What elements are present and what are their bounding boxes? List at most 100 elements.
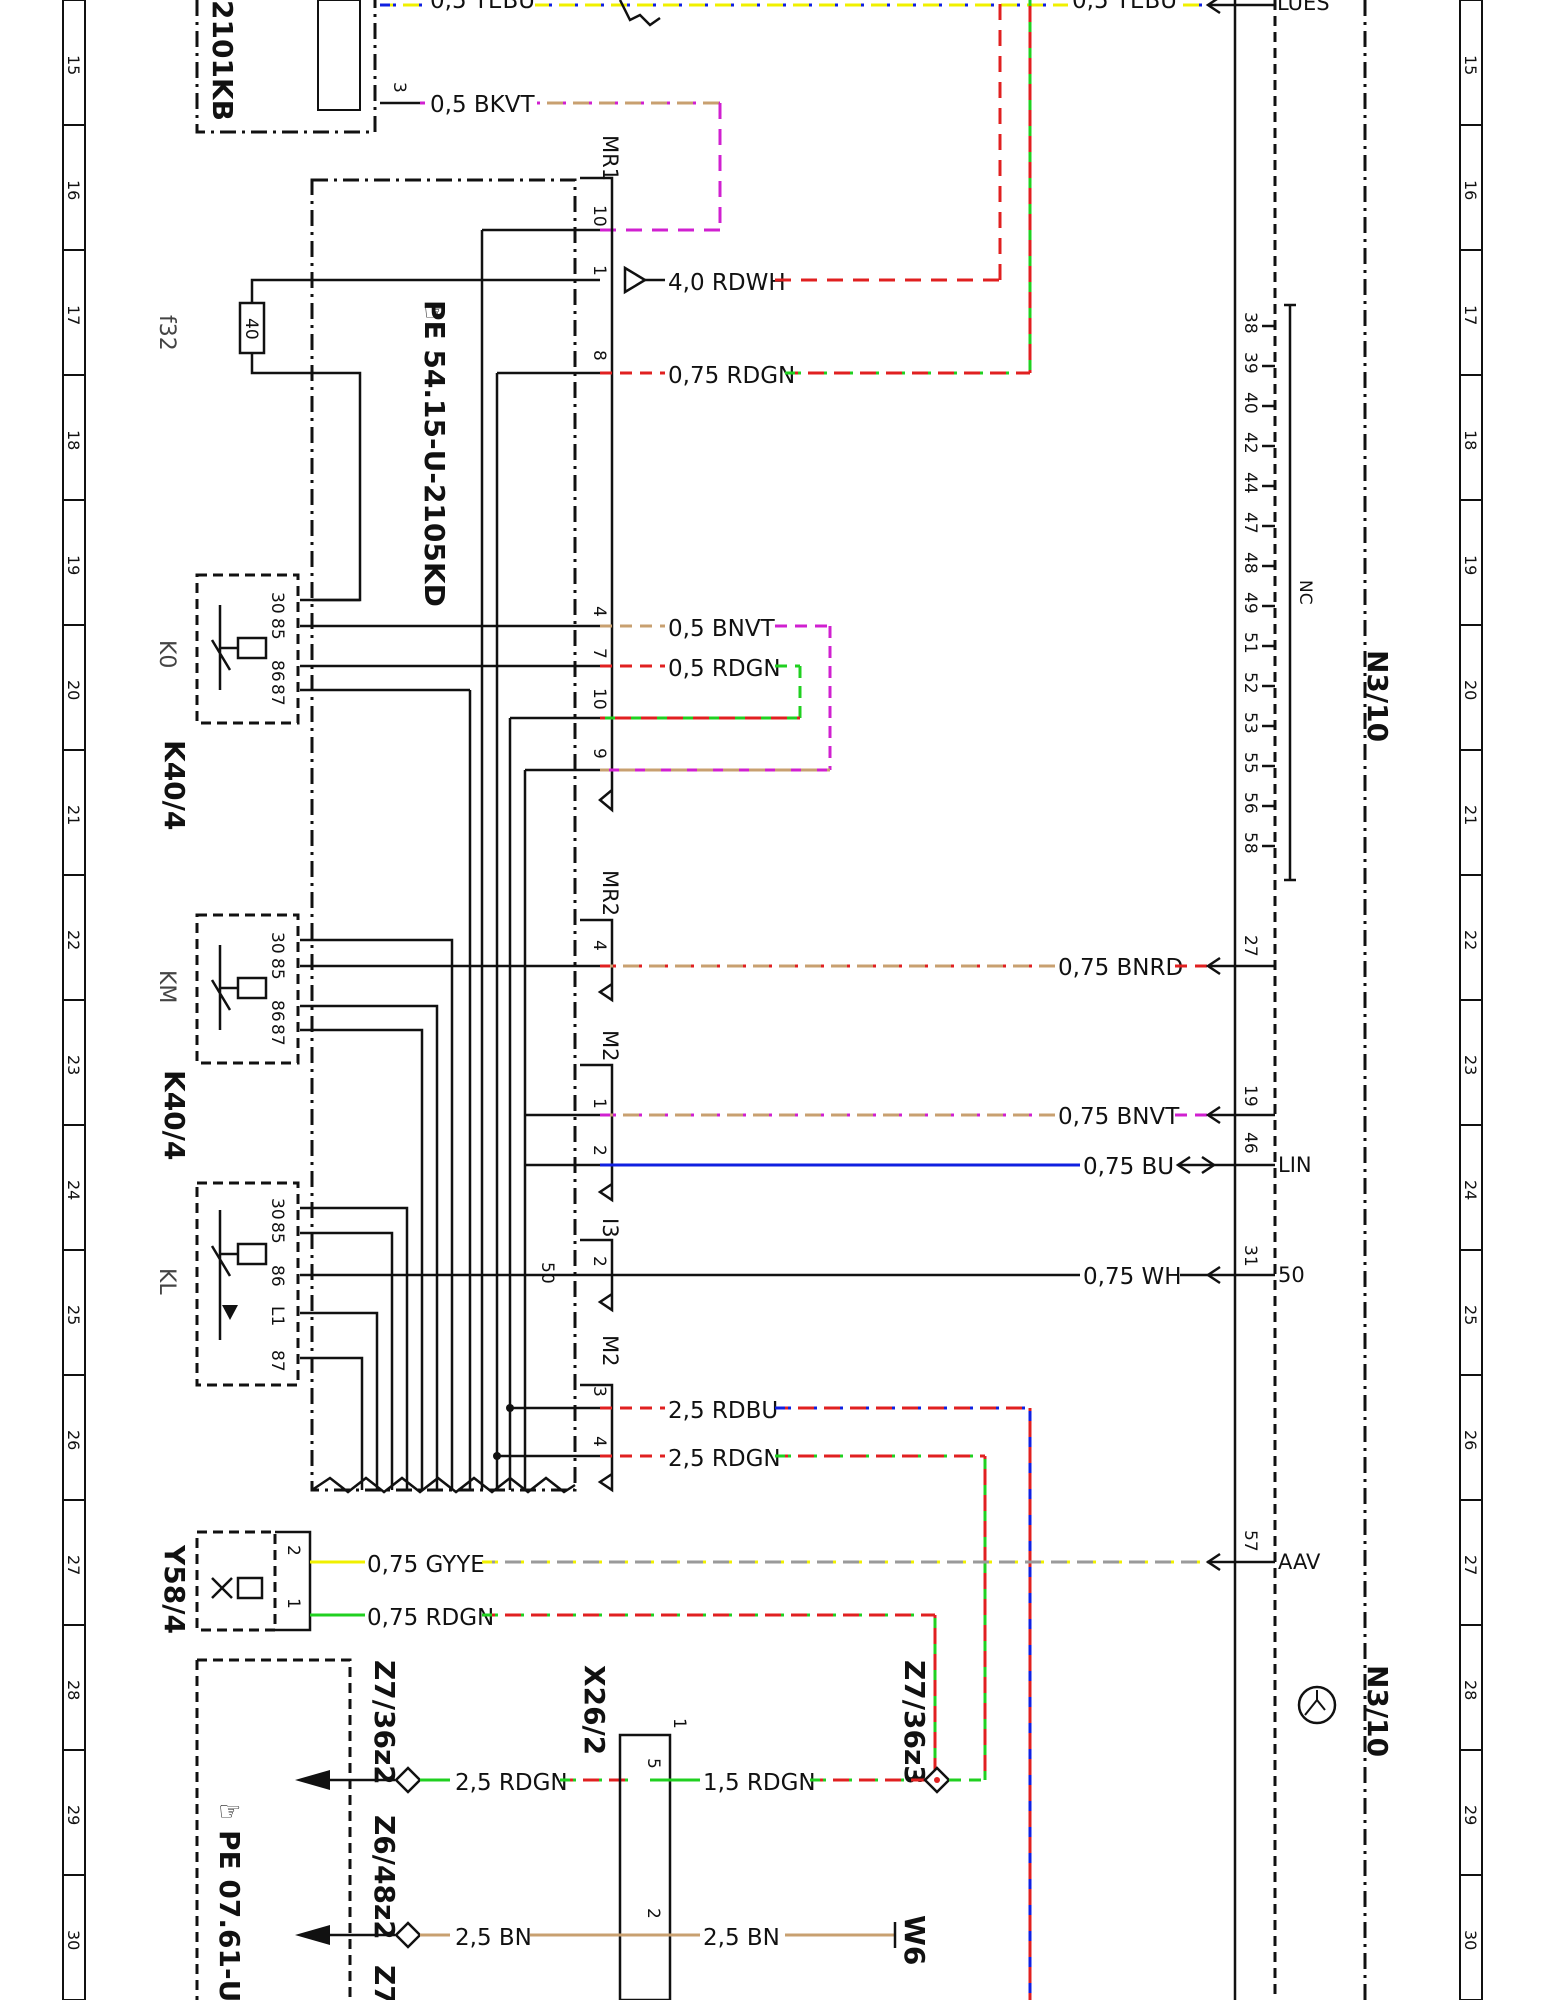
relay-k0-coil (236, 636, 268, 660)
wire-label-0-75-gyye: 0,75 GYYE (367, 1552, 485, 1578)
svg-text:10: 10 (589, 688, 609, 710)
ruler-number: 22 (64, 930, 83, 950)
control-unit-symbol-icon (1297, 1685, 1337, 1725)
svg-text:5: 5 (643, 1758, 663, 1769)
relay-module-k40-4-b: K40/4 (158, 1070, 191, 1160)
ruler-number: 17 (64, 305, 83, 325)
wire-label-2-5-bn: 2,5 BN (455, 1925, 532, 1951)
svg-text:46: 46 (1240, 1132, 1260, 1154)
wire-label-0-5-rdgn: 0,5 RDGN (668, 656, 781, 682)
relay-km-box (195, 913, 300, 1065)
nc-pin-number: 49 (1240, 592, 1260, 614)
wire-label-0-75-rdgn: 0,75 RDGN (668, 363, 795, 389)
svg-text:2: 2 (589, 1145, 609, 1156)
svg-text:86: 86 (267, 660, 287, 682)
splice-node-2 (394, 1921, 422, 1949)
ruler-number: 29 (1461, 1805, 1480, 1825)
nc-pin-number: 38 (1240, 312, 1260, 334)
svg-text:1: 1 (669, 1718, 689, 1729)
ruler-number: 17 (1461, 305, 1480, 325)
svg-text:1: 1 (283, 1598, 303, 1609)
wire-label-0-5-yebu-right: 0,5 YEBU (1072, 0, 1177, 14)
wire-label-0-75-wh: 0,75 WH (1083, 1264, 1182, 1290)
svg-text:87: 87 (267, 684, 287, 706)
ruler-number: 19 (64, 555, 83, 575)
svg-text:2: 2 (589, 1256, 609, 1267)
connector-m2-lower: M2 (598, 1335, 622, 1366)
arrow-left-icon (295, 1770, 330, 1790)
ruler-number: 21 (1461, 805, 1480, 825)
nc-pin-number: 48 (1240, 552, 1260, 574)
svg-text:86: 86 (267, 1000, 287, 1022)
x26-connector-body (618, 1733, 672, 2000)
wire-label-0-75-rdgn-valve: 0,75 RDGN (367, 1605, 494, 1631)
valve-y58-4-box (195, 1530, 277, 1632)
svg-text:1: 1 (589, 1098, 609, 1109)
signal-50: 50 (1278, 1263, 1305, 1287)
connector-mr1: MR1 (598, 135, 622, 181)
hand-icon-2: ☞ (218, 1797, 241, 1827)
ruler-number: 25 (64, 1305, 83, 1325)
signal-lin: LIN (1278, 1153, 1312, 1177)
connector-x26-2: X26/2 (578, 1665, 611, 1755)
ruler-number: 16 (64, 180, 83, 200)
svg-text:2: 2 (283, 1545, 303, 1556)
svg-text:27: 27 (1240, 935, 1260, 957)
splice-z7-36z2: Z7/36z2 (368, 1660, 401, 1785)
pe-5415-box (310, 178, 577, 1492)
svg-text:30: 30 (267, 932, 287, 954)
wire-label-2-5-bn-right: 2,5 BN (703, 1925, 780, 1951)
ruler-number: 26 (64, 1430, 83, 1450)
ruler-number: 26 (1461, 1430, 1480, 1450)
relay-k0-label: K0 (154, 640, 179, 668)
wire-label-2-5-rdbu: 2,5 RDBU (668, 1398, 778, 1424)
svg-text:86: 86 (267, 1265, 287, 1287)
ruler-number: 30 (64, 1930, 83, 1950)
nc-pin-number: 40 (1240, 392, 1260, 414)
control-unit-n3-10: N3/10 (1361, 650, 1394, 742)
svg-text:4: 4 (589, 606, 609, 617)
wire-label-2-5-rdgn: 2,5 RDGN (668, 1446, 781, 1472)
relay-km-label: KM (154, 970, 179, 1003)
ruler-number: 18 (1461, 430, 1480, 450)
control-unit-n3-10-lower: N3/10 (1361, 1665, 1394, 1757)
hand-icon: ☞ (423, 297, 446, 327)
wire-label-2-5-rdgn-splice: 2,5 RDGN (455, 1770, 568, 1796)
nc-pin-number: 51 (1240, 632, 1260, 654)
svg-text:7: 7 (589, 648, 609, 659)
valve-coil (236, 1576, 264, 1600)
wire-label-4-0-rdwh: 4,0 RDWH (668, 270, 786, 296)
wire-label-0-75-bnrd: 0,75 BNRD (1058, 955, 1183, 981)
nc-pin-number: 52 (1240, 672, 1260, 694)
wire-label-1-5-rdgn: 1,5 RDGN (703, 1770, 816, 1796)
svg-text:30: 30 (267, 592, 287, 614)
ruler-number: 28 (64, 1680, 83, 1700)
svg-text:4: 4 (589, 1436, 609, 1447)
signal-aav: AAV (1278, 1550, 1321, 1574)
svg-text:85: 85 (267, 1222, 287, 1244)
relay-kl-coil (236, 1242, 268, 1266)
relay-module-k40-4: K40/4 (158, 740, 191, 830)
ruler-number: 20 (1461, 680, 1480, 700)
nc-pin-number: 55 (1240, 752, 1260, 774)
svg-text:2: 2 (643, 1908, 663, 1919)
ruler-number: 15 (64, 55, 83, 75)
nc-pin-number: 44 (1240, 472, 1260, 494)
svg-text:8: 8 (589, 350, 609, 361)
nc-pin-number: 47 (1240, 512, 1260, 534)
svg-text:1: 1 (589, 265, 609, 276)
ref-pe-5415: PE 54.15-U-2105KD (418, 300, 451, 607)
ground-w6: W6 (898, 1915, 931, 1965)
module-2101kb-box (195, 0, 377, 134)
wire-label-0-75-bu: 0,75 BU (1083, 1154, 1174, 1180)
svg-text:87: 87 (267, 1024, 287, 1046)
nc-bracket (1284, 303, 1296, 882)
signal-lues: LUES (1277, 0, 1330, 15)
svg-text:87: 87 (267, 1350, 287, 1372)
nc-pin-number: 53 (1240, 712, 1260, 734)
diode-icon (222, 1305, 238, 1320)
splice-z7-bottom: Z7/ (368, 1965, 401, 2000)
wire-label-0-5-bkvt: 0,5 BKVT (430, 92, 535, 118)
